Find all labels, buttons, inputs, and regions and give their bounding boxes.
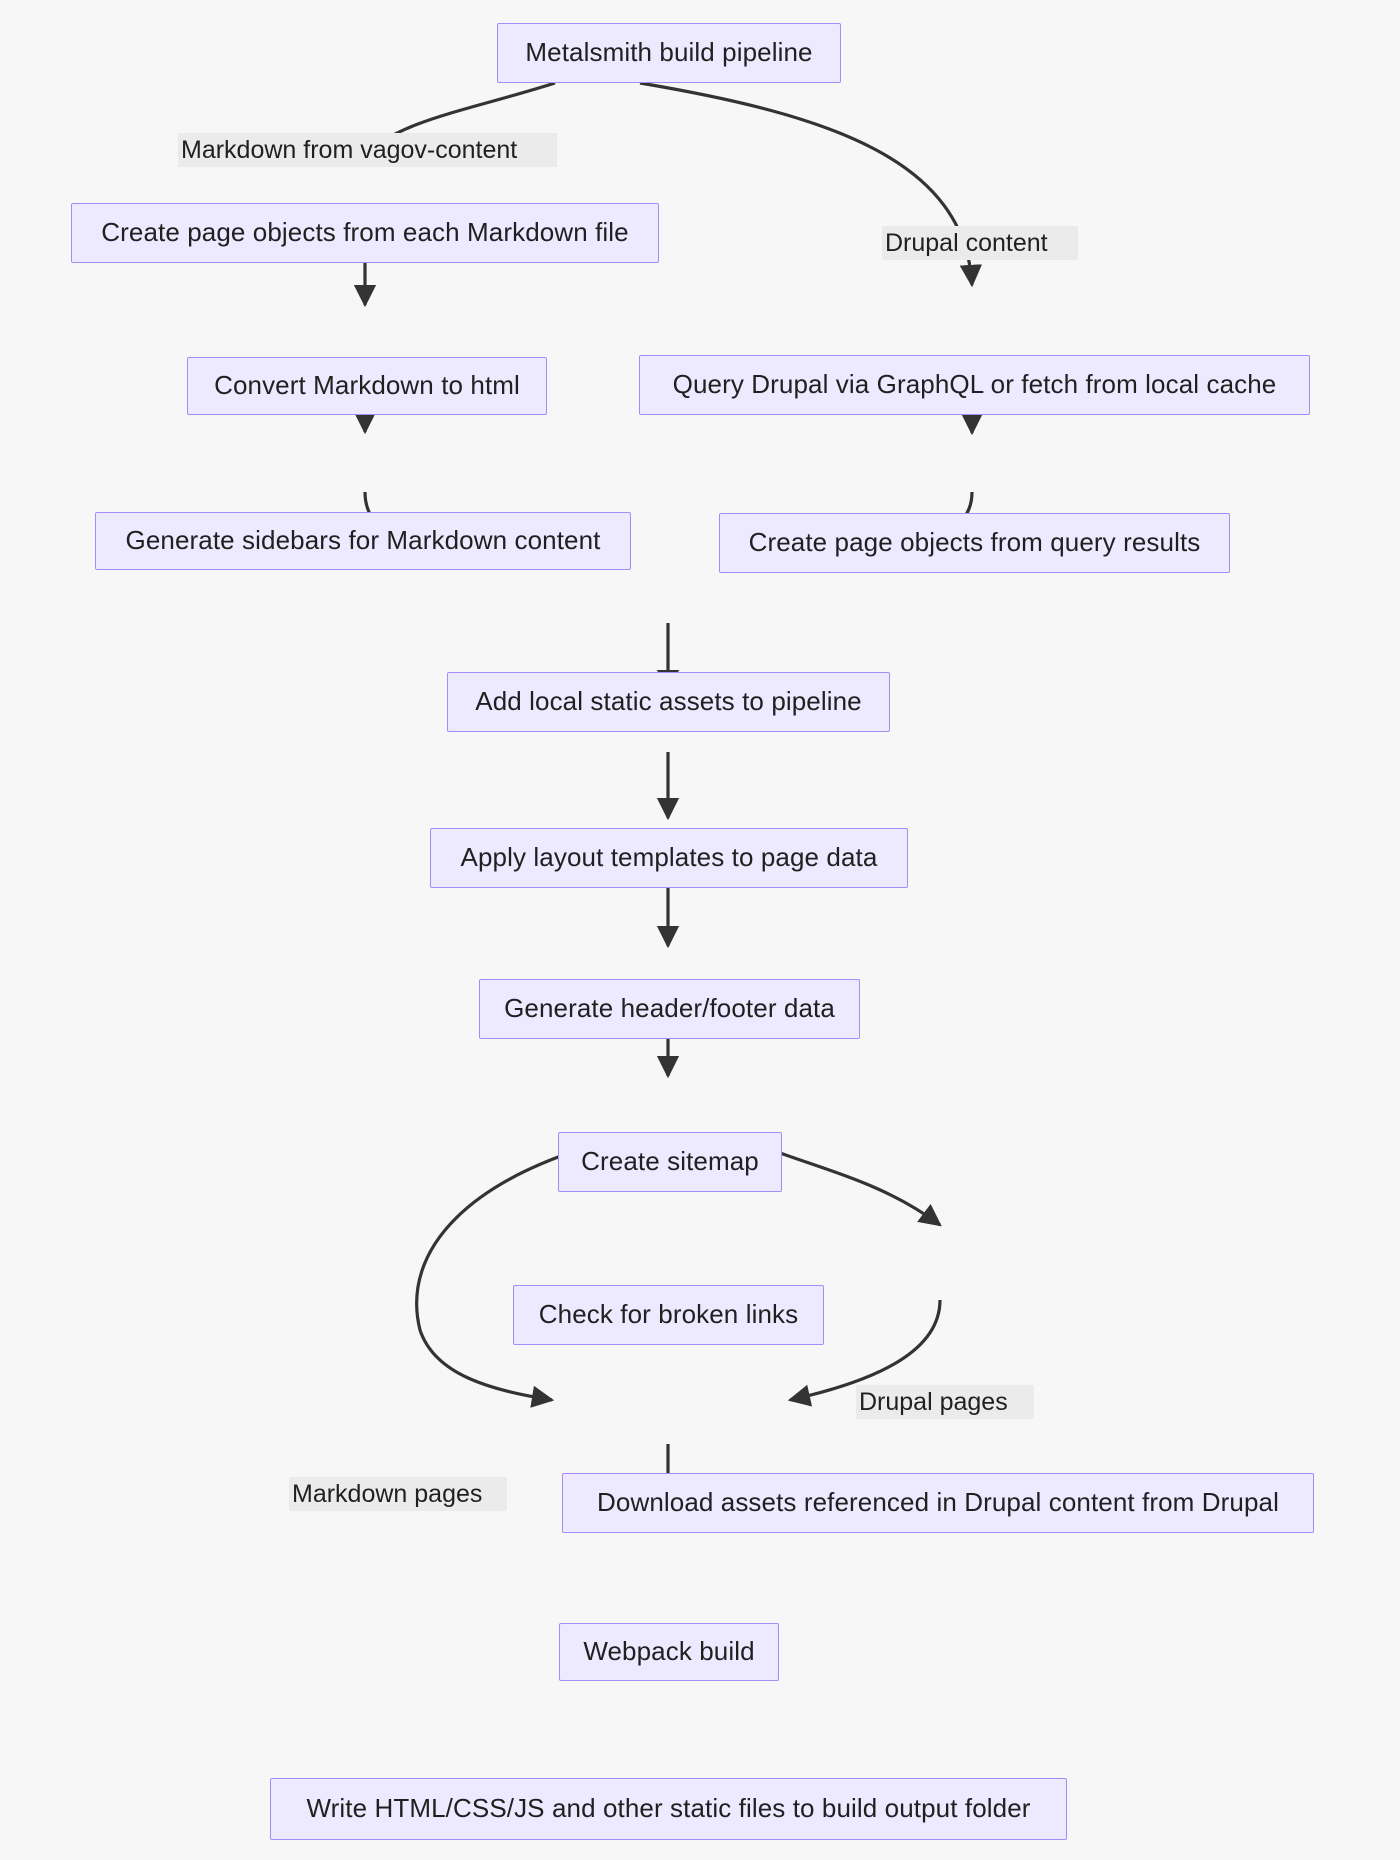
edge-label-drupal-pages: Drupal pages [856,1385,1034,1419]
node-download-drupal-assets[interactable]: Download assets referenced in Drupal con… [562,1473,1314,1533]
node-query-drupal-graphql[interactable]: Query Drupal via GraphQL or fetch from l… [639,355,1310,415]
node-write-output[interactable]: Write HTML/CSS/JS and other static files… [270,1778,1067,1840]
node-create-page-objects-markdown[interactable]: Create page objects from each Markdown f… [71,203,659,263]
edge-label-markdown-from-vagov-content: Markdown from vagov-content [178,133,557,167]
node-label: Write HTML/CSS/JS and other static files… [306,1793,1031,1824]
node-generate-header-footer[interactable]: Generate header/footer data [479,979,860,1039]
edge-label-markdown-pages: Markdown pages [289,1477,507,1511]
edge-label-drupal-content: Drupal content [882,226,1078,260]
node-label: Query Drupal via GraphQL or fetch from l… [672,369,1277,400]
node-label: Check for broken links [538,1299,799,1330]
node-label: Generate header/footer data [504,993,835,1024]
node-generate-sidebars[interactable]: Generate sidebars for Markdown content [95,512,631,570]
node-create-sitemap[interactable]: Create sitemap [558,1132,782,1192]
node-label: Generate sidebars for Markdown content [125,525,601,556]
edge-label-text: Markdown from vagov-content [181,136,518,164]
node-convert-markdown-to-html[interactable]: Convert Markdown to html [187,357,547,415]
node-add-static-assets[interactable]: Add local static assets to pipeline [447,672,890,732]
node-label: Create sitemap [581,1146,759,1177]
node-label: Add local static assets to pipeline [475,686,862,717]
node-label: Convert Markdown to html [214,370,520,401]
edge-label-text: Drupal pages [859,1388,1008,1416]
node-label: Create page objects from each Markdown f… [101,217,629,248]
node-label: Webpack build [583,1636,755,1667]
edge-label-text: Drupal content [885,229,1048,257]
node-apply-layout-templates[interactable]: Apply layout templates to page data [430,828,908,888]
node-label: Apply layout templates to page data [460,842,878,873]
edge-label-text: Markdown pages [292,1480,483,1508]
node-start[interactable]: Metalsmith build pipeline [497,23,841,83]
node-label: Metalsmith build pipeline [525,37,813,68]
node-webpack-build[interactable]: Webpack build [559,1623,779,1681]
node-create-page-objects-query[interactable]: Create page objects from query results [719,513,1230,573]
node-label: Create page objects from query results [748,527,1201,558]
node-label: Download assets referenced in Drupal con… [597,1487,1279,1518]
node-check-broken-links[interactable]: Check for broken links [513,1285,824,1345]
